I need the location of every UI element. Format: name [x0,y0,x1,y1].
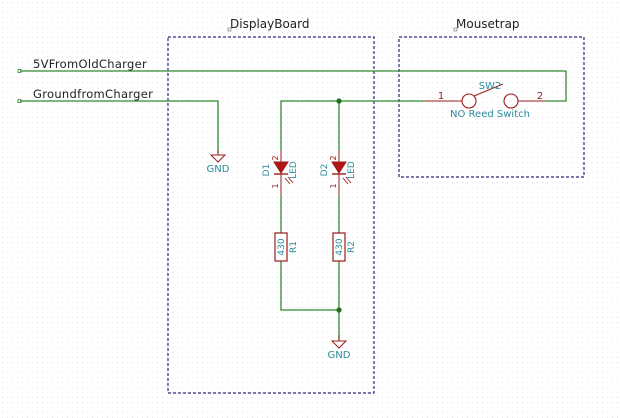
sw2-ref: SW2 [479,81,502,92]
net-label-vin[interactable]: 5VFromOldCharger [33,57,147,71]
resistor-icon [274,232,288,262]
sw2-pin2: 2 [537,91,543,102]
r2-ref: R2 [347,241,357,253]
r2-value: 430 [335,238,345,255]
d2-ref: D2 [320,164,330,177]
wires [20,70,567,340]
ground-icon [209,154,227,163]
sw2-value: NO Reed Switch [450,109,530,120]
gnd-symbol-2[interactable]: GND [328,335,351,361]
switch-contact-icon [461,93,477,109]
resistor-icon [332,232,346,262]
d1-value: LED [289,161,299,179]
switch-contact-icon [503,93,519,109]
light-arrows-icon [342,176,352,185]
d2-pin-cathode: 1 [329,183,338,188]
d1-pin-anode: 2 [271,155,280,160]
wire-ground-in[interactable] [20,100,219,153]
led-d1[interactable]: 2 1 D1 LED [262,150,299,196]
gnd-label-2: GND [328,350,351,361]
d2-pin-anode: 2 [329,155,338,160]
gnd-symbol-1[interactable]: GND [207,150,230,175]
sheet-anchor-displayboard [227,27,232,32]
net-connector-gnd-in [17,99,22,103]
wire-5v[interactable] [20,70,567,102]
sheet-mousetrap-border[interactable] [398,36,585,178]
r1-ref: R1 [289,241,299,253]
sheet-title-mousetrap[interactable]: Mousetrap [456,17,520,31]
gnd-label-1: GND [207,164,230,175]
ground-icon [330,340,348,349]
r1-value: 430 [277,238,287,255]
switch-sw2[interactable]: 1 2 SW2 NO Reed Switch [424,81,545,120]
sheet-title-displayboard[interactable]: DisplayBoard [230,17,310,31]
d1-pin-cathode: 1 [271,183,280,188]
wire-switch-to-leds[interactable] [280,100,424,150]
junction-bottom [336,307,342,313]
wire-r1-bottom[interactable] [280,261,339,311]
led-icon [273,161,289,174]
net-connector-vin [17,69,22,73]
sheet-displayboard-border[interactable] [167,36,375,394]
resistor-r2[interactable]: 430 R2 [332,232,357,262]
junction-top [336,98,342,104]
led-d2[interactable]: 2 1 D2 LED [320,150,357,196]
led-icon [331,161,347,174]
switch-lever-icon [473,83,504,97]
sw2-pin1: 1 [438,91,444,102]
d1-ref: D1 [262,164,272,177]
resistor-r1[interactable]: 430 R1 [274,232,299,262]
sheet-anchor-mousetrap [453,27,458,32]
light-arrows-icon [284,176,294,185]
d2-value: LED [347,161,357,179]
net-label-gnd-in[interactable]: GroundfromCharger [33,87,153,101]
